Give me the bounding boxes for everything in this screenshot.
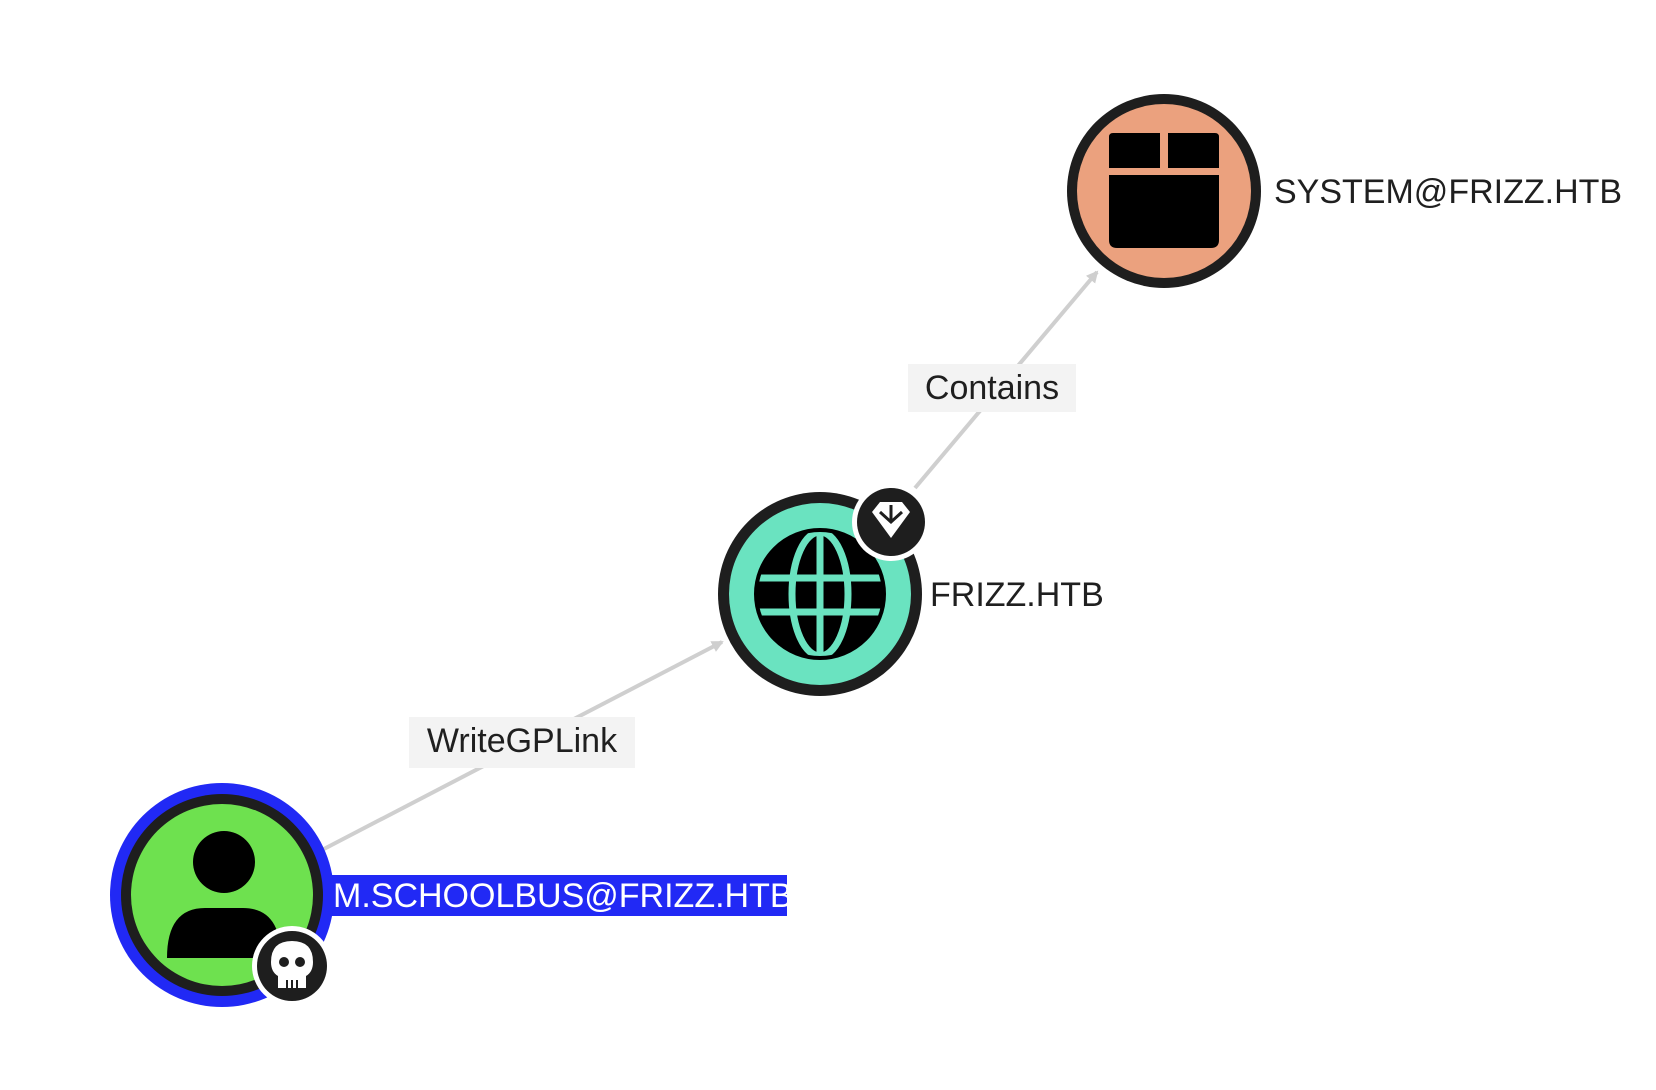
gem-icon [872, 502, 910, 538]
node-container[interactable]: SYSTEM@FRIZZ.HTB [1067, 94, 1622, 288]
edge-label-background [409, 717, 635, 768]
edge-label: WriteGPLink [427, 722, 618, 760]
globe-icon [754, 528, 886, 660]
node-label: M.SCHOOLBUS@FRIZZ.HTB [333, 877, 793, 915]
edge-writegplink[interactable]: WriteGPLink [321, 640, 724, 852]
user-icon [167, 831, 281, 958]
gem-badge [852, 483, 930, 561]
edge-label-background [908, 364, 1076, 412]
node-label: SYSTEM@FRIZZ.HTB [1274, 173, 1622, 211]
node-domain[interactable]: FRIZZ.HTB [718, 483, 1104, 696]
skull-badge [252, 926, 332, 1006]
box-icon [1109, 133, 1219, 248]
node-user[interactable]: M.SCHOOLBUS@FRIZZ.HTB [110, 783, 793, 1007]
edge-label: Contains [925, 369, 1059, 407]
edge-contains[interactable]: Contains [908, 270, 1099, 490]
node-label: FRIZZ.HTB [930, 576, 1104, 614]
skull-icon [271, 941, 313, 988]
node-label-highlight [327, 875, 787, 916]
